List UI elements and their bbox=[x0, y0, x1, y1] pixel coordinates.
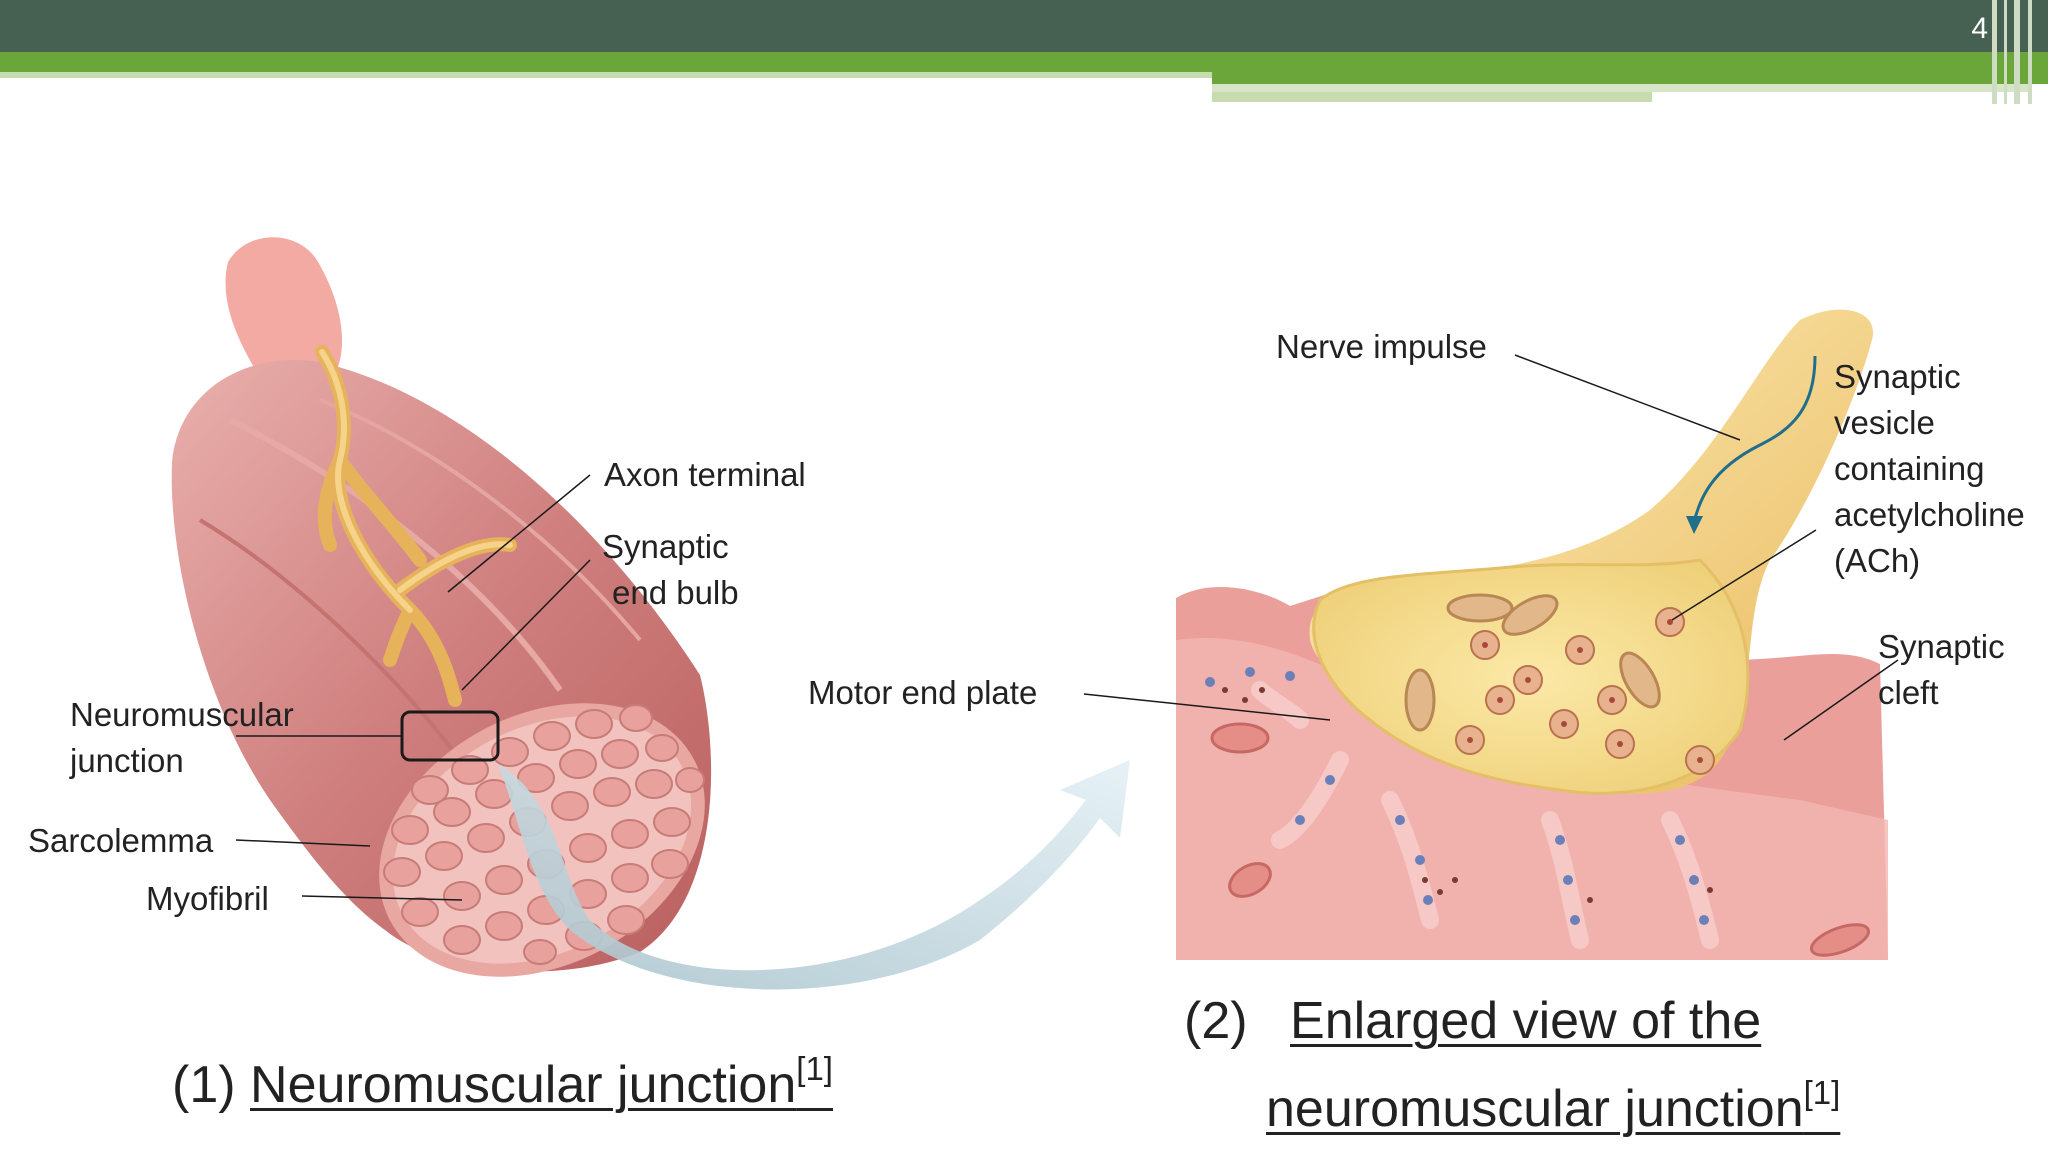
caption-1-number: (1) bbox=[172, 1056, 236, 1114]
label-synaptic-vesicle-line2: vesicle bbox=[1834, 404, 1935, 441]
impulse-arrow bbox=[1692, 355, 1817, 523]
caption-figure-1: (1) Neuromuscular junction[1] bbox=[172, 1034, 833, 1120]
page-number: 4 bbox=[1971, 12, 1988, 45]
caption-2-title: neuromuscular junction bbox=[1266, 1080, 1804, 1138]
label-synaptic-vesicle-line5: (ACh) bbox=[1834, 542, 1921, 579]
header-bar-green bbox=[0, 52, 2048, 72]
enlarged-junction-illustration bbox=[1176, 309, 1888, 960]
label-synaptic-cleft-line1: Synaptic bbox=[1878, 628, 2005, 665]
caption-2-text-line2: neuromuscular junction[1] bbox=[1266, 1074, 1840, 1138]
label-nerve-impulse: Nerve impulse bbox=[1276, 328, 1487, 365]
header-bar-green-right bbox=[1212, 72, 2048, 84]
label-motor-end-plate: Motor end plate bbox=[808, 674, 1038, 711]
header-bar-light bbox=[0, 72, 1212, 78]
label-synaptic-cleft-line2: cleft bbox=[1878, 674, 1939, 711]
caption-2-number: (2) bbox=[1184, 992, 1248, 1050]
caption-1-citation: [1] bbox=[796, 1050, 833, 1087]
label-neuromuscular-junction-line2: junction bbox=[70, 742, 184, 779]
header-stripe bbox=[2014, 0, 2020, 104]
caption-figure-2-line1: (2) Enlarged view of the bbox=[1184, 986, 1761, 1056]
label-synaptic-vesicle-line3: containing bbox=[1834, 450, 1985, 487]
caption-figure-2-line2: neuromuscular junction[1] bbox=[1266, 1058, 1840, 1144]
header-stripe bbox=[2028, 0, 2032, 104]
label-sarcolemma: Sarcolemma bbox=[28, 822, 214, 859]
header-bar-light-right-2 bbox=[1212, 92, 1652, 102]
label-axon-terminal: Axon terminal bbox=[604, 456, 806, 493]
label-myofibril: Myofibril bbox=[146, 880, 269, 917]
header-stripe bbox=[1992, 0, 1997, 104]
label-synaptic-end-bulb-line2: end bulb bbox=[612, 574, 739, 611]
header-bar-dark bbox=[0, 0, 2048, 52]
label-synaptic-vesicle-line4: acetylcholine bbox=[1834, 496, 2025, 533]
caption-2-text-line1: Enlarged view of the bbox=[1290, 992, 1762, 1050]
caption-2-citation: [1] bbox=[1803, 1074, 1841, 1111]
header-bar-light-right bbox=[1212, 84, 2032, 92]
label-synaptic-end-bulb-line1: Synaptic bbox=[602, 528, 729, 565]
transfer-arrow bbox=[498, 760, 1130, 990]
label-neuromuscular-junction-line1: Neuromuscular bbox=[70, 696, 294, 733]
label-synaptic-vesicle-line1: Synaptic bbox=[1834, 358, 1961, 395]
caption-1-title: Neuromuscular junction bbox=[250, 1056, 797, 1114]
header-stripe bbox=[2004, 0, 2007, 104]
caption-1-text: Neuromuscular junction[1] bbox=[250, 1050, 833, 1114]
